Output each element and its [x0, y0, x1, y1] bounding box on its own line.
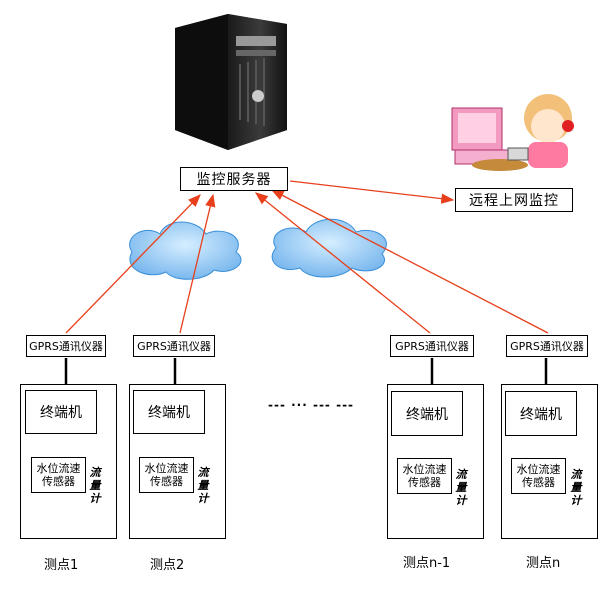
terminal-box: 终端机 [391, 391, 463, 436]
sensor-label-line2: 传感器 [408, 476, 441, 489]
sensor-label-line1: 水位流速 [516, 463, 561, 476]
network-cloud-icon [271, 218, 387, 278]
server-label: 监控服务器 [196, 172, 272, 188]
uplink-arrows [65, 180, 549, 334]
sensor-label-line1: 水位流速 [144, 462, 189, 475]
ellipsis: --- ··· --- --- [268, 398, 355, 412]
terminal-label: 终端机 [406, 406, 448, 423]
flowmeter-label: 流量计 [570, 468, 582, 507]
uplink-arrow [179, 193, 216, 334]
terminal-box: 终端机 [133, 390, 205, 434]
sensor-label-line1: 水位流速 [36, 462, 81, 475]
remote-user-computer-icon [451, 94, 574, 171]
station-label: 测点n-1 [403, 556, 451, 571]
sensor-label-line2: 传感器 [522, 476, 555, 489]
gprs-label: GPRS通讯仪器 [137, 340, 211, 353]
gprs-label: GPRS通讯仪器 [395, 340, 469, 353]
uplink-arrow [254, 192, 431, 334]
sensor-box: 水位流速 传感器 [31, 457, 86, 493]
terminal-label: 终端机 [40, 405, 82, 421]
gprs-device-box: GPRS通讯仪器 [133, 335, 215, 357]
station-label: 测点2 [150, 558, 185, 573]
flowmeter-label: 流量计 [455, 468, 467, 507]
remote-label: 远程上网监控 [469, 193, 559, 209]
sensor-box: 水位流速 传感器 [511, 458, 566, 494]
gprs-device-box: GPRS通讯仪器 [26, 335, 106, 357]
sensor-label-line2: 传感器 [150, 475, 183, 488]
flowmeter-label: 流量计 [197, 466, 209, 505]
gprs-label: GPRS通讯仪器 [510, 340, 584, 353]
remote-arrow [289, 180, 455, 204]
gprs-device-box: GPRS通讯仪器 [390, 335, 474, 357]
uplink-arrow [270, 189, 549, 334]
server-label-box: 监控服务器 [180, 167, 288, 191]
sensor-label-line2: 传感器 [42, 475, 75, 488]
sensor-box: 水位流速 传感器 [139, 457, 194, 493]
station-label: 测点1 [44, 558, 79, 573]
sensor-label-line1: 水位流速 [402, 463, 447, 476]
terminal-box: 终端机 [25, 390, 97, 434]
terminal-label: 终端机 [520, 406, 562, 423]
remote-label-box: 远程上网监控 [455, 188, 573, 212]
flowmeter-label: 流量计 [89, 466, 101, 505]
gprs-label: GPRS通讯仪器 [29, 340, 103, 353]
network-cloud-icon [129, 221, 242, 280]
server-icon [175, 14, 287, 150]
terminal-box: 终端机 [505, 391, 577, 436]
gprs-device-box: GPRS通讯仪器 [506, 335, 588, 357]
terminal-label: 终端机 [148, 405, 190, 421]
sensor-box: 水位流速 传感器 [397, 458, 452, 494]
uplink-arrow [65, 194, 201, 334]
station-label: 测点n [526, 556, 561, 571]
